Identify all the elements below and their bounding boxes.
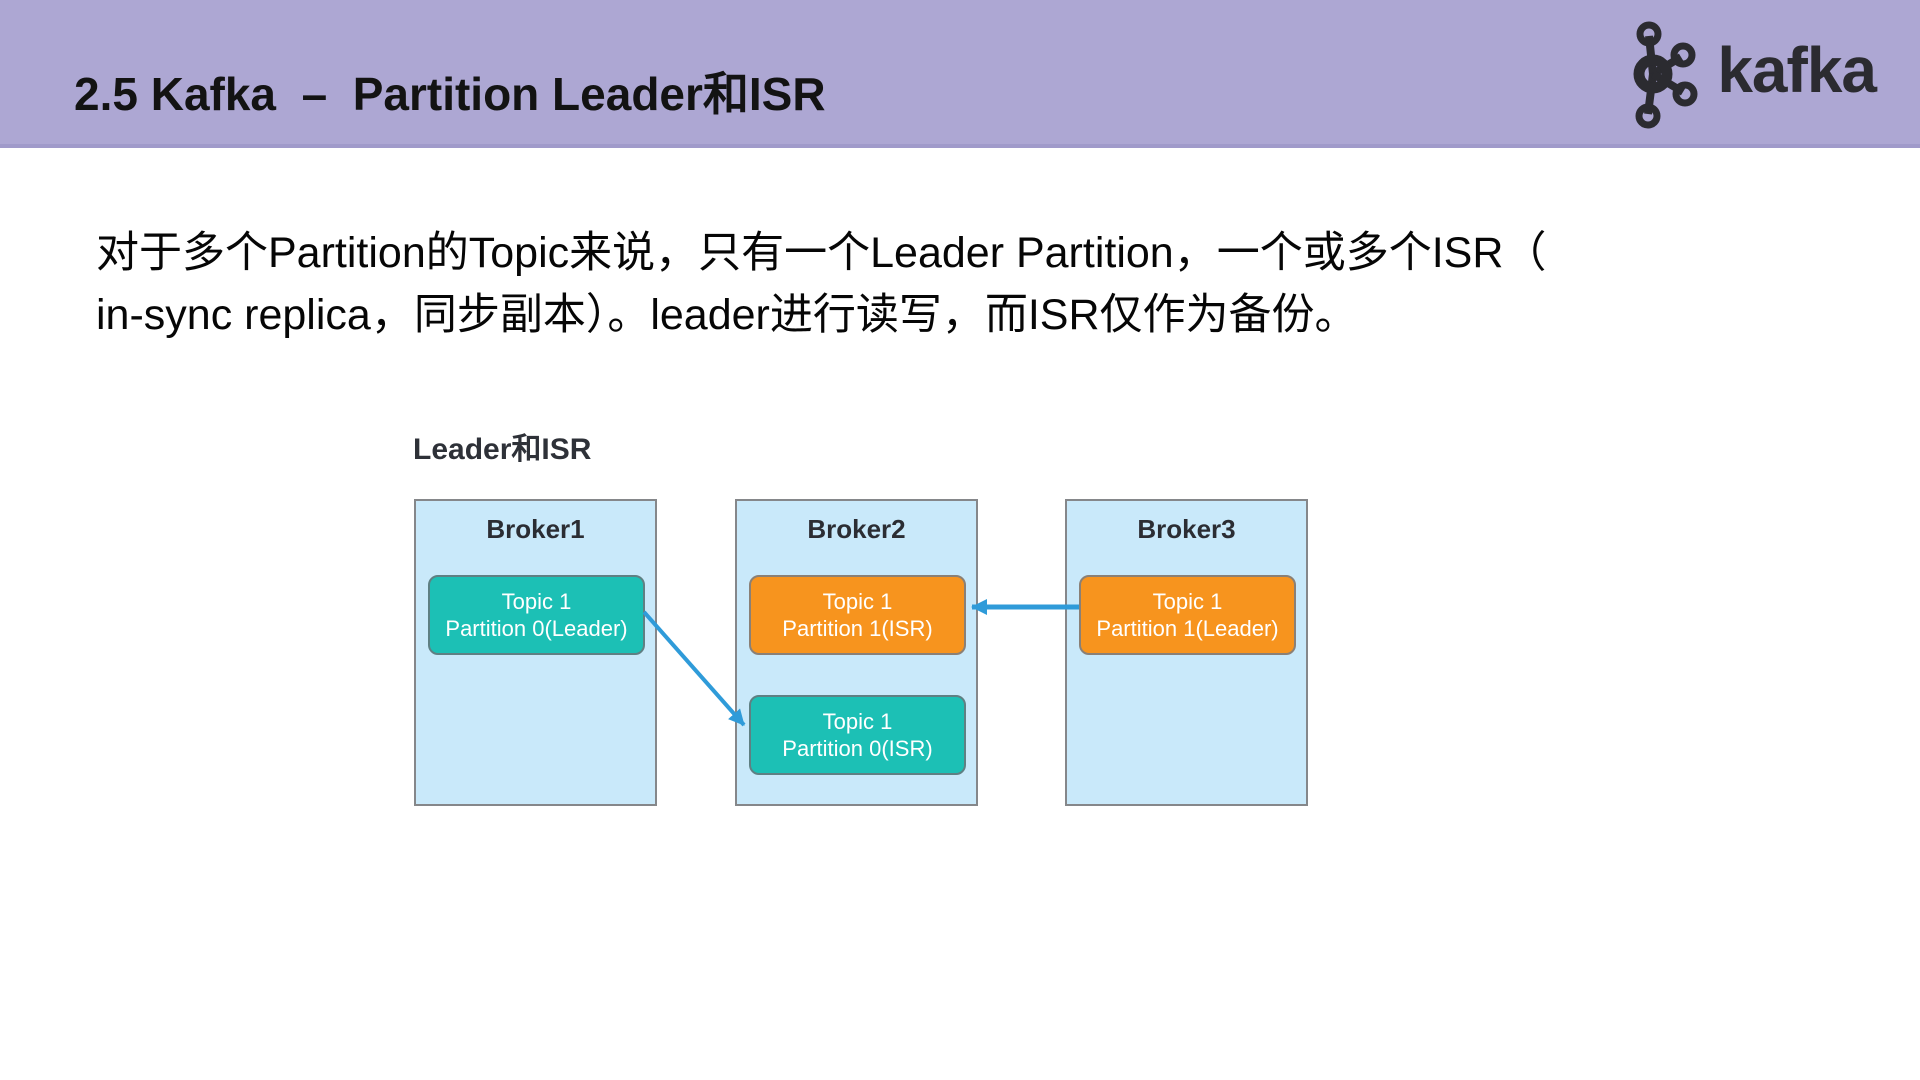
broker2-box: Broker2 Topic 1 Partition 1(ISR) Topic 1… [735,499,978,806]
broker3-box: Broker3 Topic 1 Partition 1(Leader) [1065,499,1308,806]
broker2-name: Broker2 [807,514,906,544]
partition-label-line2: Partition 1(Leader) [1096,616,1279,641]
partition-label-line2: Partition 0(Leader) [445,616,628,641]
partition-topic1-p1-leader: Topic 1 Partition 1(Leader) [1079,575,1296,655]
partition-label-line1: Topic 1 [822,709,893,734]
partition-label-line1: Topic 1 [822,589,893,614]
partition-label-line1: Topic 1 [501,589,572,614]
diagram-title: Leader和ISR [413,433,592,466]
paragraph-line-2: in-sync replica，同步副本）。leader进行读写，而ISR仅作为… [96,291,1358,339]
partition-topic1-p0-leader: Topic 1 Partition 0(Leader) [428,575,645,655]
broker1-box: Broker1 Topic 1 Partition 0(Leader) [414,499,657,806]
kafka-logo: kafka [1623,6,1877,142]
broker1-name: Broker1 [486,514,585,544]
paragraph-line-1: 对于多个Partition的Topic来说，只有一个Leader Partiti… [96,229,1547,277]
partition-topic1-p0-isr: Topic 1 Partition 0(ISR) [749,695,966,775]
partition-label-line1: Topic 1 [1152,589,1223,614]
kafka-logo-text: kafka [1717,34,1877,106]
page-title: 2.5 Kafka – Partition Leader和ISR [74,68,826,120]
partition-label-line2: Partition 1(ISR) [782,616,933,641]
arrow-broker1-to-broker2 [642,610,746,727]
body-paragraph: 对于多个Partition的Topic来说，只有一个Leader Partiti… [96,222,1596,346]
kafka-graph-icon [1633,21,1698,129]
broker3-name: Broker3 [1137,514,1236,544]
partition-topic1-p1-isr: Topic 1 Partition 1(ISR) [749,575,966,655]
partition-label-line2: Partition 0(ISR) [782,736,933,761]
slide-header: 2.5 Kafka – Partition Leader和ISR kafka [0,0,1920,148]
